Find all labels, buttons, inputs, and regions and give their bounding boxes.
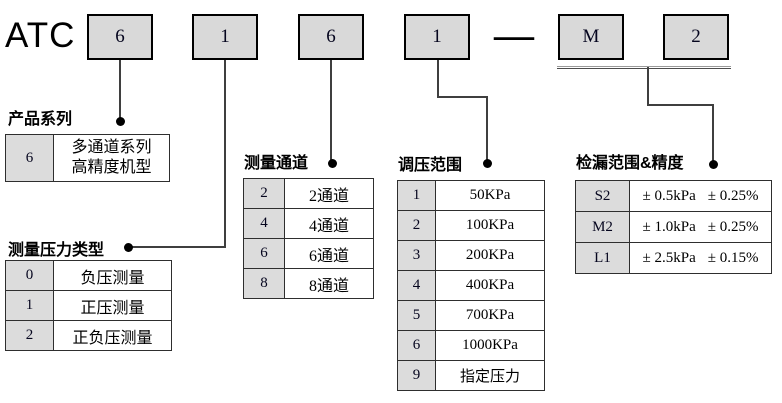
model-code-separator: — — [494, 11, 534, 57]
desc-cell: 700KPa — [435, 300, 545, 331]
leader-line-range-v2 — [486, 96, 488, 161]
desc-cell: 正负压测量 — [53, 320, 172, 351]
heading-pressure-type: 测量压力类型 — [8, 242, 105, 259]
leak-range-value: ± 0.5kPa — [642, 187, 696, 204]
code-cell: L1 — [575, 242, 630, 274]
desc-cell: 50KPa — [435, 180, 545, 211]
code-cell: 4 — [243, 208, 285, 239]
desc-cell: 2通道 — [284, 178, 374, 209]
table-row: 6 1000KPa — [397, 330, 545, 361]
table-row: 6 多通道系列 高精度机型 — [5, 134, 170, 182]
leak-range-value: ± 1.0kPa — [642, 218, 696, 235]
code-cell: 4 — [397, 270, 436, 301]
table-row: L1 ± 2.5kPa ± 0.15% — [575, 242, 772, 274]
code-cell: 1 — [397, 180, 436, 211]
table-row: 9 指定压力 — [397, 360, 545, 391]
leader-dot-range — [483, 159, 492, 168]
leader-line-range-v1 — [437, 60, 439, 98]
leader-line-type-v — [224, 60, 226, 248]
leader-line-channels-v — [330, 60, 332, 161]
leak-group-underline — [557, 66, 731, 69]
leak-accuracy-value: ± 0.25% — [707, 187, 759, 204]
table-row: 2 100KPa — [397, 210, 545, 241]
code-cell: 3 — [397, 240, 436, 271]
desc-cell: 正压测量 — [53, 290, 172, 321]
leader-dot-type — [124, 243, 133, 252]
leak-range-value: ± 2.5kPa — [642, 249, 696, 266]
code-cell: 6 — [5, 134, 54, 182]
desc-cell: 负压测量 — [53, 260, 172, 291]
leader-line-leak-v1 — [647, 67, 649, 106]
leader-line-leak-v2 — [712, 104, 714, 161]
leak-accuracy-value: ± 0.15% — [707, 249, 759, 266]
table-row: 4 400KPa — [397, 270, 545, 301]
code-cell: 2 — [397, 210, 436, 241]
heading-channels: 测量通道 — [244, 155, 309, 172]
code-cell: 0 — [5, 260, 54, 291]
heading-leak-range: 检漏范围&精度 — [576, 155, 684, 172]
code-segment-box-2: 1 — [192, 14, 258, 60]
desc-cell: 100KPa — [435, 210, 545, 241]
leak-accuracy-value: ± 0.25% — [707, 218, 759, 235]
table-row: S2 ± 0.5kPa ± 0.25% — [575, 180, 772, 212]
code-cell: 2 — [243, 178, 285, 209]
code-cell: M2 — [575, 211, 630, 243]
table-channels: 2 2通道 4 4通道 6 6通道 8 8通道 — [243, 178, 374, 299]
desc-cell: 400KPa — [435, 270, 545, 301]
table-row: 6 6通道 — [243, 238, 374, 269]
table-row: 3 200KPa — [397, 240, 545, 271]
code-segment-box-1: 6 — [87, 14, 153, 60]
table-row: 0 负压测量 — [5, 260, 172, 291]
table-row: 2 2通道 — [243, 178, 374, 209]
code-cell: 5 — [397, 300, 436, 331]
heading-product-series: 产品系列 — [8, 111, 73, 128]
table-row: 2 正负压测量 — [5, 320, 172, 351]
desc-cell: 1000KPa — [435, 330, 545, 361]
code-cell: 8 — [243, 268, 285, 299]
heading-pressure-range: 调压范围 — [398, 157, 463, 174]
desc-cell: 指定压力 — [435, 360, 545, 391]
desc-cell: 8通道 — [284, 268, 374, 299]
table-row: 4 4通道 — [243, 208, 374, 239]
desc-cell: 4通道 — [284, 208, 374, 239]
desc-cell: ± 2.5kPa ± 0.15% — [629, 242, 772, 274]
table-pressure-type: 0 负压测量 1 正压测量 2 正负压测量 — [5, 260, 172, 351]
leader-line-type-h — [128, 246, 226, 248]
table-row: 8 8通道 — [243, 268, 374, 299]
desc-cell: ± 1.0kPa ± 0.25% — [629, 211, 772, 243]
leader-dot-series — [116, 117, 125, 126]
table-pressure-range: 1 50KPa 2 100KPa 3 200KPa 4 400KPa 5 700… — [397, 180, 545, 391]
brand-label: ATC — [5, 16, 76, 55]
desc-cell: ± 0.5kPa ± 0.25% — [629, 180, 772, 212]
desc-cell: 6通道 — [284, 238, 374, 269]
table-row: 1 正压测量 — [5, 290, 172, 321]
leader-line-leak-h — [647, 104, 714, 106]
code-cell: 6 — [243, 238, 285, 269]
leader-line-series-v — [119, 60, 121, 119]
leader-dot-channels — [328, 159, 337, 168]
leader-line-range-h — [437, 96, 488, 98]
code-cell: 1 — [5, 290, 54, 321]
code-segment-box-5: M — [558, 14, 624, 60]
code-segment-box-6: 2 — [663, 14, 729, 60]
desc-cell: 多通道系列 高精度机型 — [53, 134, 170, 182]
table-row: M2 ± 1.0kPa ± 0.25% — [575, 211, 772, 243]
table-leak-range: S2 ± 0.5kPa ± 0.25% M2 ± 1.0kPa ± 0.25% … — [575, 180, 772, 274]
code-cell: S2 — [575, 180, 630, 212]
table-row: 5 700KPa — [397, 300, 545, 331]
desc-cell: 200KPa — [435, 240, 545, 271]
code-cell: 2 — [5, 320, 54, 351]
code-cell: 9 — [397, 360, 436, 391]
table-product-series: 6 多通道系列 高精度机型 — [5, 134, 170, 182]
leader-dot-leak — [709, 160, 718, 169]
table-row: 1 50KPa — [397, 180, 545, 211]
code-segment-box-4: 1 — [404, 14, 470, 60]
code-segment-box-3: 6 — [298, 14, 364, 60]
code-cell: 6 — [397, 330, 436, 361]
